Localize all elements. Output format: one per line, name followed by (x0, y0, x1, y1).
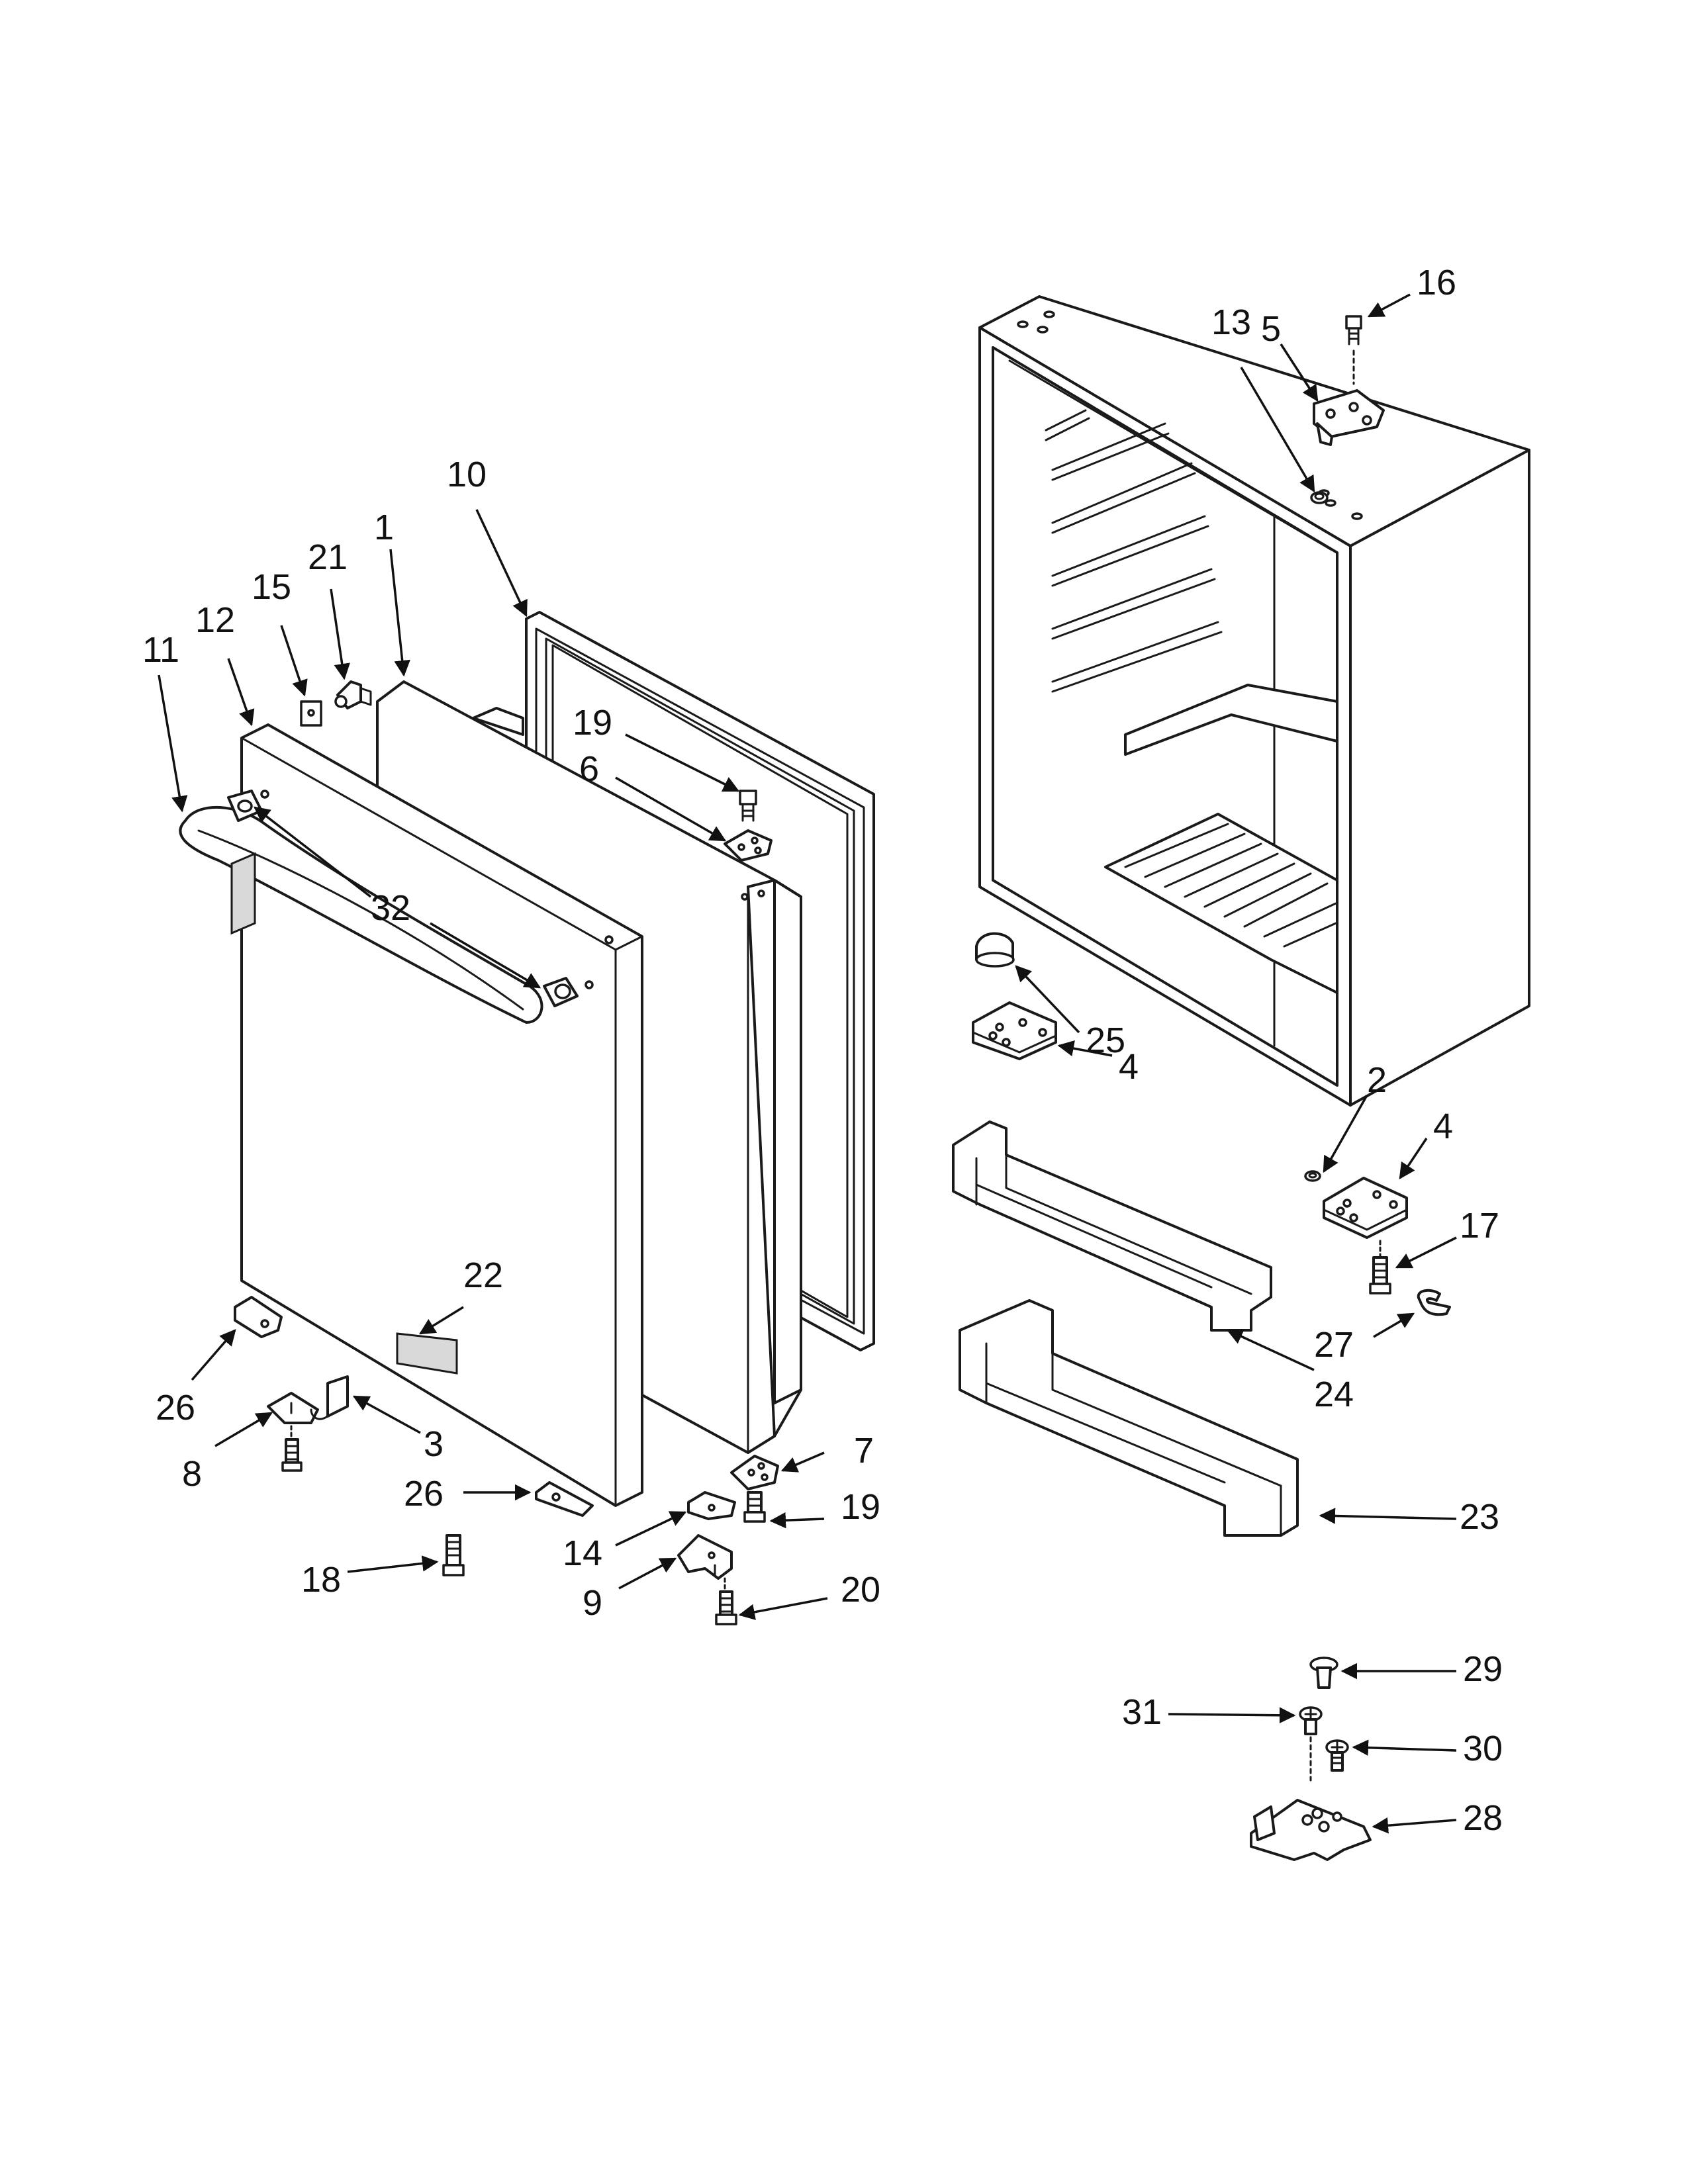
callout-32: 32 (371, 888, 410, 928)
callout-29: 29 (1463, 1649, 1503, 1689)
leader-lines (158, 293, 1457, 1834)
door-handle (179, 805, 543, 1024)
loose-screw (442, 1534, 465, 1576)
bottom-hinge-plate (730, 1455, 779, 1490)
center-hinge-spacer (975, 932, 1015, 968)
callout-9: 9 (583, 1583, 602, 1623)
upper-door-screw (739, 790, 757, 822)
hinge-screw-31 (1299, 1706, 1323, 1782)
leveling-screw-top (1309, 1657, 1338, 1689)
callout-3: 3 (424, 1424, 444, 1464)
callout-19-upper: 19 (573, 703, 612, 743)
callout-31: 31 (1122, 1692, 1162, 1732)
handle-end-cap-bottom (543, 977, 579, 1007)
refrigerator-cabinet (978, 295, 1530, 1107)
cabinet-floor-grille (1104, 813, 1338, 994)
callout-17: 17 (1460, 1206, 1499, 1246)
callout-12: 12 (195, 600, 235, 640)
bottom-cabinet-hinge (1250, 1799, 1372, 1861)
callout-8: 8 (182, 1454, 202, 1494)
callout-18: 18 (301, 1560, 341, 1600)
hinge-pin-bushing (1310, 491, 1329, 504)
callout-11: 11 (142, 630, 179, 670)
center-hinge-bracket (972, 1001, 1057, 1060)
callout-7: 7 (854, 1431, 874, 1471)
callout-23: 23 (1460, 1497, 1499, 1537)
center-hinge-screw (1369, 1240, 1391, 1295)
callout-15: 15 (252, 567, 291, 607)
upper-door-hinge-bracket (724, 829, 773, 862)
callout-19-lower: 19 (841, 1487, 880, 1527)
callout-26-left: 26 (156, 1388, 195, 1428)
callout-25: 25 (1086, 1021, 1125, 1060)
callout-28: 28 (1463, 1798, 1503, 1838)
callout-10: 10 (447, 455, 487, 494)
bottom-hinge-screw (743, 1491, 766, 1523)
cabinet-shelf-ribs (1045, 409, 1223, 693)
callout-4-left: 4 (1119, 1047, 1139, 1087)
callout-2: 2 (1367, 1060, 1387, 1100)
callout-4-right: 4 (1433, 1107, 1453, 1146)
lower-door-screw-left (281, 1425, 303, 1472)
lower-center-hinge (1323, 1177, 1408, 1239)
top-hinge-screw (1345, 315, 1362, 385)
bottom-hinge-bolt (715, 1577, 737, 1625)
lower-door-hinge-bracket (267, 1392, 319, 1424)
callout-1: 1 (374, 508, 394, 547)
hinge-screw-30 (1325, 1739, 1349, 1772)
callout-13: 13 (1211, 302, 1251, 342)
callout-6: 6 (579, 749, 599, 789)
callout-16: 16 (1417, 263, 1456, 302)
callout-labels: 16 5 13 10 1 21 15 12 11 19 6 32 25 4 2 … (142, 263, 1503, 1838)
callout-30: 30 (1463, 1729, 1503, 1768)
door-stop-right (535, 1481, 594, 1517)
upper-door-shelf (952, 1120, 1272, 1332)
hinge-shim (687, 1491, 736, 1520)
callout-22: 22 (463, 1255, 503, 1295)
callout-14: 14 (563, 1533, 602, 1573)
lower-door-shelf (959, 1299, 1299, 1537)
callout-20: 20 (841, 1570, 880, 1610)
callout-21: 21 (308, 537, 348, 577)
handle-end-cap-top (227, 790, 263, 822)
callout-5: 5 (1261, 309, 1281, 349)
hinge-clip (1417, 1289, 1451, 1316)
door-plug (300, 700, 322, 727)
handle-label-plate (230, 852, 256, 935)
hinge-cover (310, 1375, 349, 1420)
bottom-hinge-bracket (677, 1534, 733, 1580)
door-label (396, 1332, 458, 1375)
hinge-washer (1304, 1170, 1321, 1182)
door-stop-screw (334, 680, 372, 709)
top-hinge (1313, 389, 1385, 446)
callout-26-right: 26 (404, 1474, 444, 1514)
callout-24: 24 (1314, 1375, 1354, 1414)
callout-27: 27 (1314, 1325, 1354, 1365)
door-stop-left (234, 1296, 283, 1338)
